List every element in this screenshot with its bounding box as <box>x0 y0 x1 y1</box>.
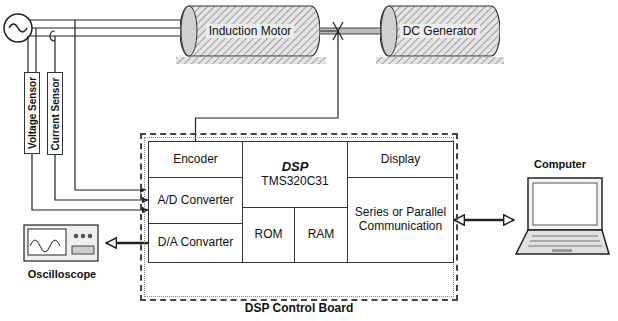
cylinder-body <box>380 6 500 56</box>
keyboard-row <box>528 246 602 247</box>
box-label: ROM <box>255 228 283 242</box>
processor-box: DSPTMS320C31 <box>242 141 348 208</box>
node-outline <box>18 222 106 266</box>
node-outline <box>510 158 610 266</box>
box-label: TMS320C31 <box>261 175 328 189</box>
memory-box: RAM <box>294 207 348 263</box>
laptop-lid <box>528 178 602 230</box>
sensor-label: Current Sensor <box>50 77 61 150</box>
cylinder-end <box>181 6 197 56</box>
process-box: D/A Convarter <box>148 223 243 263</box>
box-label: Encoder <box>173 153 218 167</box>
machine-label: DC Generator <box>400 24 481 38</box>
box-label: A/D Converter <box>157 194 233 208</box>
connector-line <box>454 219 514 222</box>
laptop-screen <box>533 183 597 225</box>
scope-knob <box>74 234 79 239</box>
keyboard-row <box>530 241 600 242</box>
motor-cylinder: Induction Motor <box>180 5 320 57</box>
process-box: A/D Converter <box>148 177 243 224</box>
cylinder-body <box>180 6 320 56</box>
generator-base <box>376 57 504 64</box>
process-box: Display <box>347 141 454 178</box>
device-label: Oscilloscope <box>18 268 106 280</box>
motor-base <box>176 57 326 64</box>
keyboard-row <box>532 236 598 237</box>
oscilloscope-icon: Oscilloscope <box>18 222 106 284</box>
board-label: DSP Control Board <box>142 301 456 315</box>
box-label: RAM <box>308 228 335 242</box>
box-label: DSP <box>282 160 309 175</box>
scope-body <box>24 225 98 261</box>
scope-trace <box>30 240 60 252</box>
laptop-base <box>516 230 609 254</box>
connector-line <box>55 155 148 200</box>
device-label: Computer <box>510 158 610 170</box>
connector-line <box>32 154 148 210</box>
ac-symbol <box>9 24 27 32</box>
sensor-box: Current Sensor <box>47 72 63 155</box>
scope-knob <box>88 234 93 239</box>
process-box: Encoder <box>148 141 243 178</box>
box-label: D/A Convarter <box>158 236 233 250</box>
box-label: Series or Parallel Communication <box>352 206 449 234</box>
control-board: DSP Control BoardEncoderDSPTMS320C31Disp… <box>140 133 458 301</box>
scope-knob <box>81 234 86 239</box>
machine-label: Induction Motor <box>206 24 295 38</box>
scope-panel <box>72 246 94 254</box>
scope-screen <box>28 229 66 255</box>
generator-cylinder: DC Generator <box>380 5 500 57</box>
process-box: Series or Parallel Communication <box>347 177 454 263</box>
cylinder-end <box>381 6 397 56</box>
box-label: Display <box>381 153 420 167</box>
memory-box: ROM <box>242 207 295 263</box>
touchpad <box>552 249 572 252</box>
sensor-label: Voltage Sensor <box>27 77 38 149</box>
computer-icon: Computer <box>510 158 610 266</box>
sensor-box: Voltage Sensor <box>24 72 40 154</box>
